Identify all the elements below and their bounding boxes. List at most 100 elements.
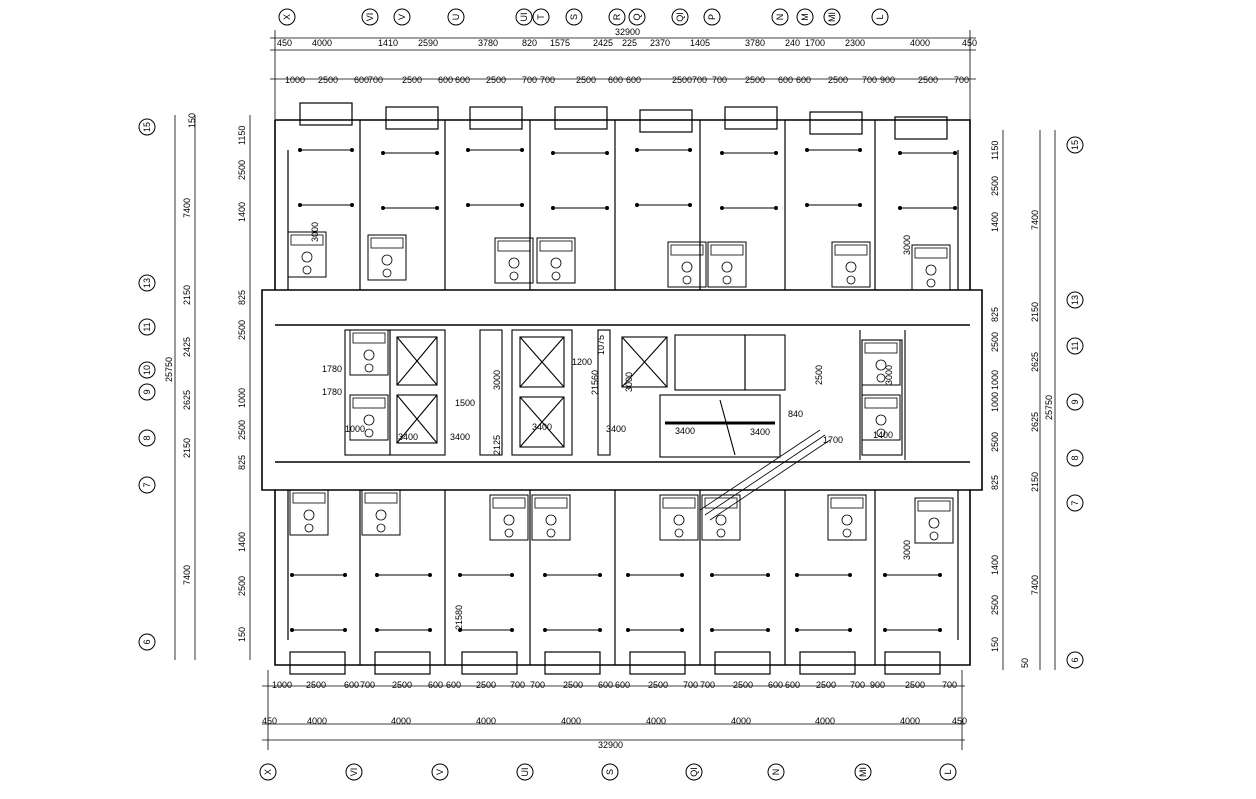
core-dim-14: 840 xyxy=(788,409,803,419)
top-furniture-0-2-dot-a xyxy=(466,148,470,152)
top-furniture-0-3-dot-a xyxy=(551,151,555,155)
bottom-dim-5: 4000 xyxy=(646,716,666,726)
top-furniture-0-1-dot-b xyxy=(435,151,439,155)
top-furniture-0-0-dot-a xyxy=(298,148,302,152)
bottom-bathroom-5-tub xyxy=(704,497,738,509)
bottom-axis-bubble-7-label: MI xyxy=(858,767,868,777)
top-furniture-1-4-dot-a xyxy=(635,203,639,207)
right-inner-dim-8: 2500 xyxy=(990,432,1000,452)
core-dim-11: 3400 xyxy=(750,427,770,437)
right-axis-bubble-6-label: 6 xyxy=(1070,657,1080,662)
bottom-bathroom-5-sink xyxy=(716,528,726,538)
bottom-bathroom-7-toilet xyxy=(928,517,940,529)
top-dim-8: 225 xyxy=(622,38,637,48)
top-dim-12: 240 xyxy=(785,38,800,48)
top-axis-bubble-10-label: P xyxy=(707,14,717,20)
top-axis-bubble-13-label: MI xyxy=(827,12,837,22)
right-axis-bubble-3 xyxy=(1066,393,1084,411)
top-bathroom-6-tub xyxy=(834,244,868,256)
bottom-bathroom-2-sink xyxy=(504,528,514,538)
left-axis-bubble-6-label: 7 xyxy=(142,482,152,487)
top-dim-15: 4000 xyxy=(910,38,930,48)
left-axis-bubble-6 xyxy=(138,476,156,494)
core-bathroom-1-tub xyxy=(352,397,386,409)
right-total-dim: 25750 xyxy=(1044,395,1054,420)
top-window-1 xyxy=(385,106,439,130)
bottom-sub-dim-12: 600 xyxy=(615,680,630,690)
svg-text:32900: 32900 xyxy=(598,740,623,750)
bottom-furniture-1-2-dot-a xyxy=(458,628,462,632)
bottom-axis-bubble-6-label: N xyxy=(771,769,781,776)
bottom-bathroom-7-tub xyxy=(917,500,951,512)
top-furniture-1-5-dot-a xyxy=(720,206,724,210)
top-bathroom-0-sink xyxy=(302,265,312,275)
top-furniture-0-1-dot-a xyxy=(381,151,385,155)
bottom-axis-bubble-1 xyxy=(345,763,363,781)
top-bathroom-5-toilet xyxy=(721,261,733,273)
bottom-sub-dim-20: 700 xyxy=(850,680,865,690)
top-axis-bubble-8-label: Q xyxy=(632,13,642,20)
bottom-sub-dim-11: 600 xyxy=(598,680,613,690)
right-axis-bubble-0-label: 15 xyxy=(1070,140,1080,150)
core-diagonal-lines xyxy=(699,429,831,521)
top-sub-dim-20: 700 xyxy=(862,75,877,85)
core-bathroom-1 xyxy=(349,394,389,441)
bottom-bathroom-4-tub xyxy=(662,497,696,509)
bottom-window-3 xyxy=(544,651,601,675)
bottom-furniture-1-5-dot-a xyxy=(710,628,714,632)
core-bathroom-1-toilet xyxy=(363,414,375,426)
top-axis-bubble-2 xyxy=(393,8,411,26)
left-axis-bubble-7-label: 6 xyxy=(142,639,152,644)
top-axis-bubble-13 xyxy=(823,8,841,26)
bottom-furniture-0-2-dot-a xyxy=(458,573,462,577)
core-dim-2: 21560 xyxy=(590,370,600,395)
top-sub-dim-14: 700 xyxy=(692,75,707,85)
right-axis-bubble-4-label: 8 xyxy=(1070,455,1080,460)
core-bathroom-2-toilet xyxy=(875,359,887,371)
bottom-bathroom-0-sink xyxy=(304,523,314,533)
top-furniture-1-3-dot-b xyxy=(605,206,609,210)
top-furniture-1-1-dot-a xyxy=(381,206,385,210)
bottom-bathroom-6-sink xyxy=(842,528,852,538)
top-sub-dim-23: 700 xyxy=(954,75,969,85)
top-bathroom-3-tub xyxy=(539,240,573,252)
bottom-furniture-1-6-dot-b xyxy=(848,628,852,632)
top-dim-14: 2300 xyxy=(845,38,865,48)
top-window-4 xyxy=(639,109,693,133)
core-dim-1: 1075 xyxy=(596,335,606,355)
bottom-bathroom-4-sink xyxy=(674,528,684,538)
right-axis-bubble-1 xyxy=(1066,291,1084,309)
right-outer-dim-1: 2150 xyxy=(1030,302,1040,322)
bottom-furniture-0-3-dot-a xyxy=(543,573,547,577)
top-sub-dim-6: 600 xyxy=(455,75,470,85)
bottom-bathroom-1-sink xyxy=(376,523,386,533)
left-axis-bubble-1-label: 13 xyxy=(142,278,152,288)
top-sub-dim-15: 700 xyxy=(712,75,727,85)
right-outer-dim-0: 7400 xyxy=(1030,210,1040,230)
top-axis-bubble-0-label: X xyxy=(282,14,292,20)
top-bathroom-2-toilet xyxy=(508,257,520,269)
top-furniture-1-4-dot-b xyxy=(688,203,692,207)
core-bathroom-2 xyxy=(861,339,901,386)
right-inner-dim-10: 3000 xyxy=(902,540,912,560)
left-inner-dim-2: 2500 xyxy=(237,160,247,180)
bottom-bathroom-6-tub xyxy=(830,497,864,509)
right-inner-dim-1: 2500 xyxy=(990,176,1000,196)
bottom-furniture-1-2-dot-b xyxy=(510,628,514,632)
bathroom-fixtures xyxy=(287,231,954,544)
top-bathroom-1-sink xyxy=(382,268,392,278)
top-axis-bubble-4 xyxy=(515,8,533,26)
left-inner-dim-14: 2500 xyxy=(237,576,247,596)
left-axis-bubble-0-label: 15 xyxy=(142,122,152,132)
top-sub-dim-3: 700 xyxy=(368,75,383,85)
bottom-dimensions xyxy=(262,670,965,750)
right-inner-dim-6: 1000 xyxy=(990,370,1000,390)
bottom-bathroom-1-toilet xyxy=(375,509,387,521)
top-bathroom-6 xyxy=(831,241,871,288)
bottom-sub-dim-9: 700 xyxy=(530,680,545,690)
top-furniture-0-4-dot-a xyxy=(635,148,639,152)
bottom-axis-bubble-0-label: X xyxy=(263,769,273,775)
